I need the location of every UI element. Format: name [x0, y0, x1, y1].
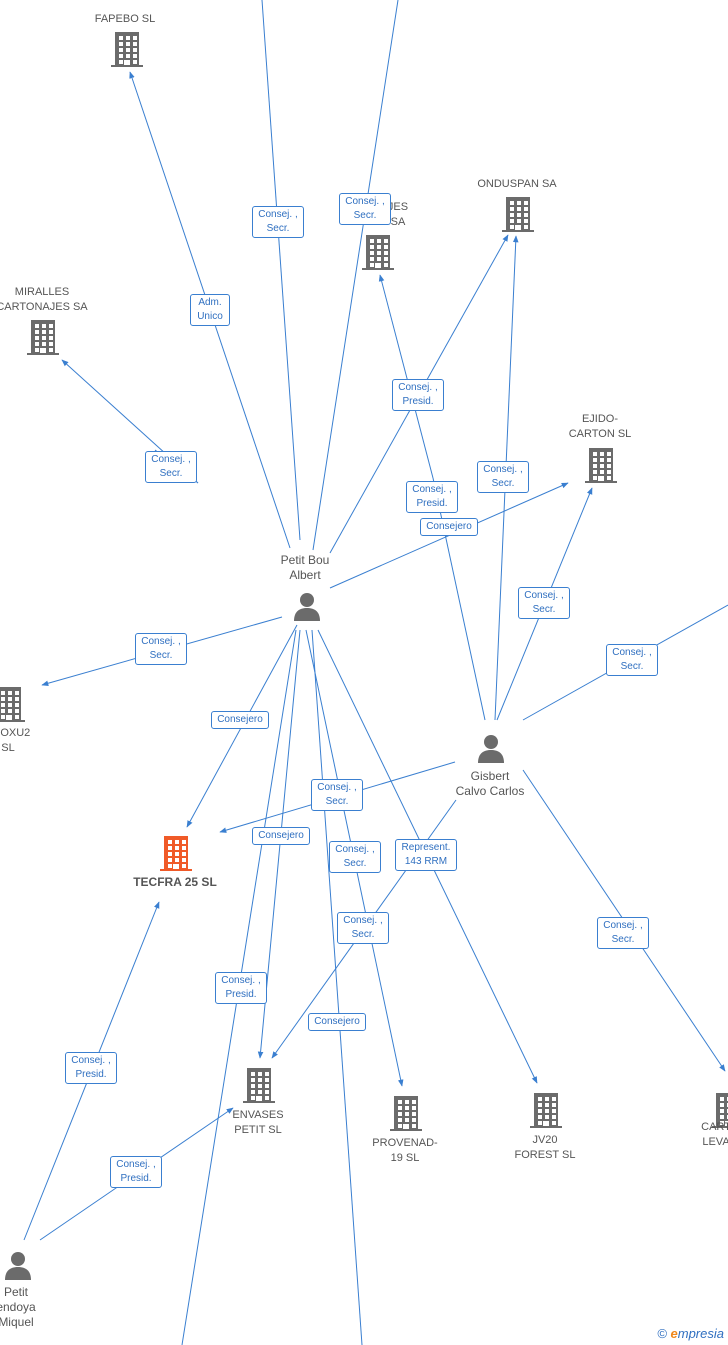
edge-label-e19[interactable]: Consej. , Presid.	[215, 972, 267, 1004]
edge-label-e6[interactable]: Consej. , Presid.	[406, 481, 458, 513]
brand-e: e	[670, 1326, 678, 1341]
copyright-symbol: ©	[657, 1326, 667, 1341]
edge-label-e15[interactable]: Consej. , Secr.	[329, 841, 381, 873]
cartonajes-sa-building-icon[interactable]	[362, 234, 394, 270]
edge-label-e16[interactable]: Represent. 143 RRM	[395, 839, 457, 871]
tecfra25-building-icon[interactable]	[160, 835, 192, 871]
edge-label-e12[interactable]: Consejero	[211, 711, 269, 729]
edge-label-e1[interactable]: Consej. , Secr.	[339, 193, 391, 225]
edge-line-2	[312, 0, 399, 551]
edge-label-e10[interactable]: Consej. , Secr.	[606, 644, 658, 676]
edge-label-e9[interactable]: Consej. , Secr.	[518, 587, 570, 619]
envases-petit-label[interactable]: ENVASES PETIT SL	[232, 1109, 284, 1136]
edge-label-e7[interactable]: Consej. , Secr.	[477, 461, 529, 493]
edge-label-e11[interactable]: Consej. , Secr.	[135, 633, 187, 665]
brand-name: mpresia	[677, 1326, 724, 1341]
petit-bou-albert-person-icon[interactable]	[292, 591, 322, 621]
edge-label-e20[interactable]: Consejero	[308, 1013, 366, 1031]
petit-bou-albert-label[interactable]: Petit Bou Albert	[280, 553, 330, 582]
envases-petit-building-icon[interactable]	[243, 1067, 275, 1103]
miralles-label[interactable]: MIRALLES CARTONAJES SA	[0, 286, 88, 313]
empresia-watermark: © empresia	[657, 1326, 724, 1341]
fapebo-label[interactable]: FAPEBO SL	[94, 13, 156, 25]
jv20-forest-building-icon[interactable]	[530, 1092, 562, 1128]
edge-label-e8[interactable]: Consejero	[420, 518, 478, 536]
jv20-forest-label[interactable]: JV20 FOREST SL	[514, 1134, 576, 1161]
onduspan-building-icon[interactable]	[502, 196, 534, 232]
fapebo-building-icon[interactable]	[111, 31, 143, 67]
onduspan-label[interactable]: ONDUSPAN SA	[477, 178, 557, 190]
edge-label-e14[interactable]: Consejero	[252, 827, 310, 845]
tecfra25-label[interactable]: TECFRA 25 SL	[133, 875, 217, 889]
edge-label-e17[interactable]: Consej. , Secr.	[337, 912, 389, 944]
aboxu2-label[interactable]: ABOXU2 SL	[0, 727, 31, 754]
edge-line-7	[378, 274, 434, 479]
edge-line-18	[311, 629, 363, 1345]
cart-leva-label[interactable]: CART LEVA	[701, 1121, 728, 1148]
edge-line-8	[432, 477, 486, 721]
petit-mendoya-miquel-person-icon[interactable]	[3, 1250, 33, 1280]
edge-label-e3[interactable]: Adm. Unico	[190, 294, 230, 326]
cart-leva-building-icon[interactable]	[712, 1092, 728, 1128]
edge-label-e18[interactable]: Consej. , Secr.	[597, 917, 649, 949]
gisbert-calvo-carlos-person-icon[interactable]	[476, 733, 506, 763]
provenad19-label[interactable]: PROVENAD- 19 SL	[372, 1137, 438, 1164]
provenad19-building-icon[interactable]	[390, 1095, 422, 1131]
ejido-carton-label[interactable]: EJIDO- CARTON SL	[568, 413, 632, 440]
miralles-building-icon[interactable]	[27, 319, 59, 355]
edge-label-e13[interactable]: Consej. , Secr.	[311, 779, 363, 811]
edge-line-1	[261, 0, 301, 541]
petit-mendoya-miquel-label[interactable]: Petit endoya Miquel	[0, 1285, 36, 1329]
edge-label-e22[interactable]: Consej. , Presid.	[110, 1156, 162, 1188]
cartonajes-sa-label[interactable]: JES SA	[387, 201, 409, 228]
gisbert-calvo-carlos-label[interactable]: Gisbert Calvo Carlos	[455, 769, 525, 798]
edge-label-e5[interactable]: Consej. , Presid.	[392, 379, 444, 411]
edge-label-e4[interactable]: Consej. , Secr.	[145, 451, 197, 483]
edge-label-e21[interactable]: Consej. , Presid.	[65, 1052, 117, 1084]
aboxu2-building-icon[interactable]	[0, 686, 25, 722]
edge-label-e2[interactable]: Consej. , Secr.	[252, 206, 304, 238]
ejido-carton-building-icon[interactable]	[585, 447, 617, 483]
